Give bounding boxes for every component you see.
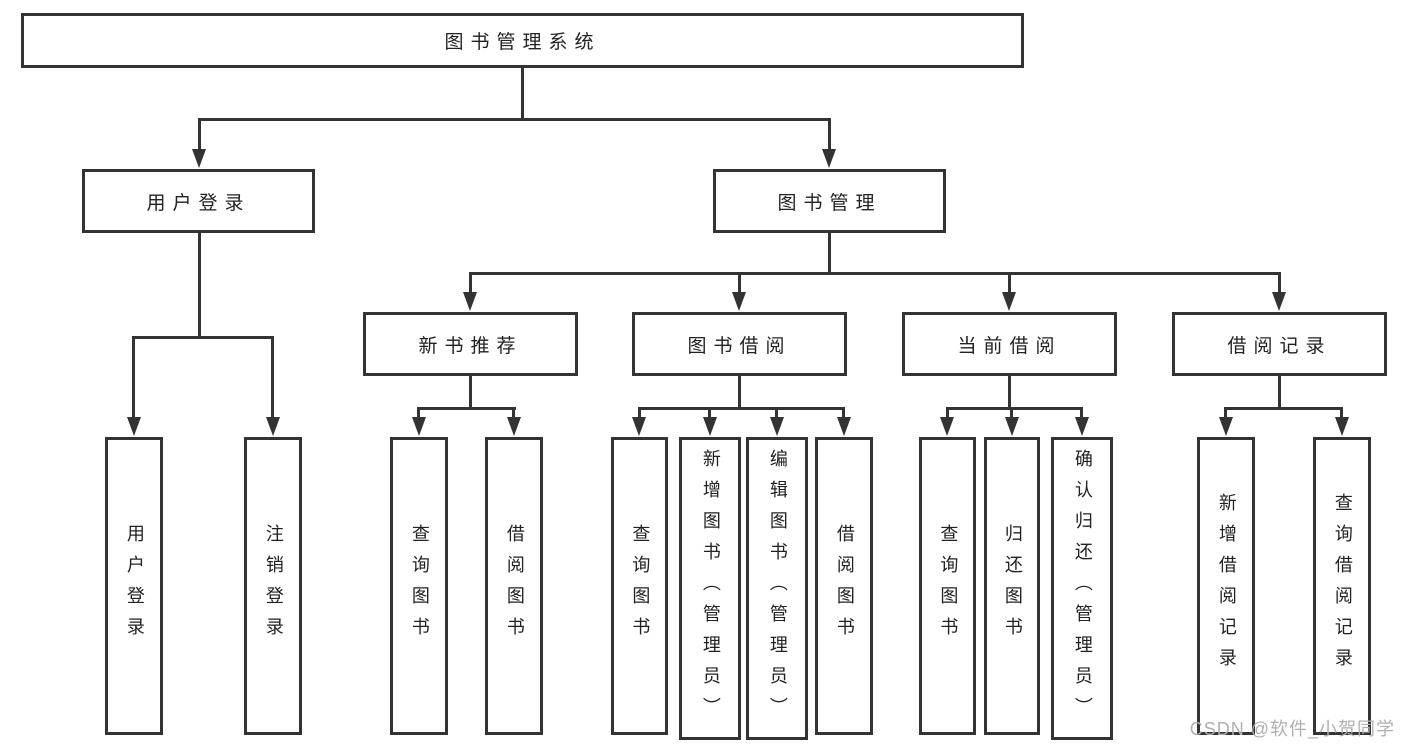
connector-drop-borrow-books-1 — [512, 407, 515, 419]
connector-drop-query-books-1 — [417, 407, 420, 419]
arrowhead-down-icon — [822, 149, 836, 168]
connector-book-management-stem — [828, 233, 831, 272]
node-label: 查询图书 — [409, 524, 430, 648]
connector-drop-book-management — [828, 118, 831, 152]
node-label: 图书借阅 — [687, 335, 792, 357]
connector-user-login-stem — [198, 233, 201, 336]
arrowhead-down-icon — [127, 417, 141, 436]
arrowhead-down-icon — [703, 417, 717, 436]
node-book-management: 图书管理 — [713, 169, 946, 233]
connector-drop-edit-book — [775, 407, 778, 419]
arrowhead-down-icon — [1272, 292, 1286, 311]
connector-drop-return-book — [1010, 407, 1013, 419]
connector-book-borrow-stem — [738, 376, 741, 407]
connector-drop-leaf-logout — [271, 336, 274, 419]
connector-drop-borrow-books-2 — [842, 407, 845, 419]
arrowhead-down-icon — [507, 417, 521, 436]
leaf-query-books-1: 查询图书 — [390, 437, 448, 735]
connector-level1-rail — [198, 118, 831, 121]
node-label: 用户登录 — [124, 524, 145, 648]
connector-drop-borrow-records — [1278, 272, 1281, 293]
node-label: 借阅图书 — [504, 524, 525, 648]
node-label: 编辑图书（管理员） — [767, 449, 788, 728]
node-label: 用户登录 — [146, 192, 251, 214]
connector-user-login-rail — [132, 336, 274, 339]
leaf-borrow-books-1: 借阅图书 — [485, 437, 543, 735]
arrowhead-down-icon — [837, 417, 851, 436]
arrowhead-down-icon — [266, 417, 280, 436]
connector-drop-add-record — [1224, 407, 1227, 419]
connector-current-borrow-rail — [946, 407, 1083, 410]
arrowhead-down-icon — [732, 292, 746, 311]
node-root: 图书管理系统 — [21, 13, 1024, 68]
node-label: 当前借阅 — [957, 335, 1062, 357]
arrowhead-down-icon — [1002, 292, 1016, 311]
connector-borrow-records-stem — [1278, 376, 1281, 407]
connector-drop-book-borrow — [738, 272, 741, 293]
leaf-add-borrow-record: 新增借阅记录 — [1197, 437, 1255, 735]
arrowhead-down-icon — [463, 292, 477, 311]
arrowhead-down-icon — [940, 417, 954, 436]
leaf-query-books-3: 查询图书 — [919, 437, 976, 735]
leaf-add-book-admin: 新增图书（管理员） — [679, 437, 741, 740]
connector-new-book-rail — [417, 407, 516, 410]
node-label: 借阅图书 — [834, 524, 855, 648]
leaf-user-login: 用户登录 — [105, 437, 163, 735]
connector-drop-leaf-user-login — [132, 336, 135, 419]
leaf-query-books-2: 查询图书 — [611, 437, 668, 735]
connector-new-book-stem — [469, 376, 472, 407]
connector-drop-add-book — [708, 407, 711, 419]
leaf-return-book: 归还图书 — [984, 437, 1040, 735]
connector-borrow-records-rail — [1224, 407, 1343, 410]
connector-drop-confirm-return — [1080, 407, 1083, 419]
watermark: CSDN @软件_小贺同学 — [1189, 719, 1395, 739]
arrowhead-down-icon — [1075, 417, 1089, 436]
arrowhead-down-icon — [1335, 417, 1349, 436]
node-label: 图书管理 — [777, 192, 882, 214]
connector-drop-query-books-3 — [946, 407, 949, 419]
node-current-borrow: 当前借阅 — [902, 312, 1117, 376]
node-label: 归还图书 — [1002, 524, 1023, 648]
connector-level2-rail — [469, 272, 1281, 275]
arrowhead-down-icon — [412, 417, 426, 436]
node-new-book-recommend: 新书推荐 — [363, 312, 578, 376]
connector-book-borrow-rail — [638, 407, 845, 410]
node-label: 注销登录 — [263, 524, 284, 648]
leaf-query-borrow-record: 查询借阅记录 — [1313, 437, 1371, 735]
node-label: 新书推荐 — [418, 335, 523, 357]
node-label: 查询借阅记录 — [1332, 493, 1353, 679]
node-label: 查询图书 — [938, 524, 959, 648]
connector-drop-query-books-2 — [638, 407, 641, 419]
connector-drop-user-login — [198, 118, 201, 152]
leaf-confirm-return-admin: 确认归还（管理员） — [1051, 437, 1113, 740]
node-label: 图书管理系统 — [444, 32, 601, 53]
node-book-borrow: 图书借阅 — [632, 312, 847, 376]
leaf-borrow-books-2: 借阅图书 — [815, 437, 873, 735]
node-borrow-records: 借阅记录 — [1172, 312, 1387, 376]
connector-current-borrow-stem — [1008, 376, 1011, 407]
node-label: 查询图书 — [630, 524, 651, 648]
arrowhead-down-icon — [770, 417, 784, 436]
connector-drop-query-record — [1340, 407, 1343, 419]
node-label: 新增图书（管理员） — [700, 449, 721, 728]
node-user-login: 用户登录 — [82, 169, 315, 233]
leaf-logout: 注销登录 — [244, 437, 302, 735]
arrowhead-down-icon — [1219, 417, 1233, 436]
arrowhead-down-icon — [192, 149, 206, 168]
connector-drop-current-borrow — [1008, 272, 1011, 293]
leaf-edit-book-admin: 编辑图书（管理员） — [746, 437, 808, 740]
node-label: 借阅记录 — [1227, 335, 1332, 357]
connector-root-stem — [521, 68, 524, 118]
arrowhead-down-icon — [1005, 417, 1019, 436]
connector-drop-new-book-recommend — [469, 272, 472, 293]
node-label: 确认归还（管理员） — [1072, 449, 1093, 728]
node-label: 新增借阅记录 — [1216, 493, 1237, 679]
arrowhead-down-icon — [632, 417, 646, 436]
